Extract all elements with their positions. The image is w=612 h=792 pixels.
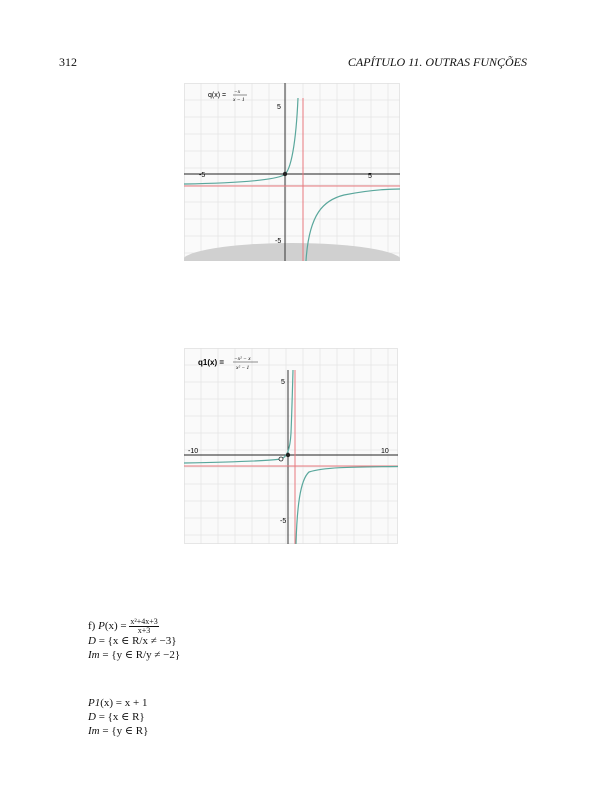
open-point — [278, 456, 284, 462]
tick-y-pos: 5 — [277, 104, 281, 111]
tick-x-neg: -5 — [199, 172, 205, 179]
running-head: CAPÍTULO 11. OUTRAS FUNÇÕES — [347, 55, 527, 69]
graph-q1-plot: -10 10 5 -5 q1(x) = −x² − x x² − 1 — [184, 348, 398, 544]
function-name: P1 — [88, 697, 101, 709]
function-label-lhs: q(x) = — [208, 92, 226, 99]
item-p1-image: Im = {y ∈ R} — [88, 725, 148, 737]
tick-y-neg: -5 — [280, 518, 286, 525]
domain-symbol: D — [88, 711, 96, 723]
image-set: = {y ∈ R/y ≠ −2} — [99, 649, 181, 661]
rational-fraction: x²+4x+3 x+3 — [129, 617, 159, 635]
item-p1-function: P1(x) = x + 1 — [88, 697, 147, 709]
graph-q1: -10 10 5 -5 q1(x) = −x² − x x² − 1 — [184, 348, 398, 544]
origin-point — [282, 171, 288, 177]
item-p1-domain: D = {x ∈ R} — [88, 711, 145, 723]
tick-x-pos: 10 — [381, 448, 389, 455]
item-f-prefix: f) — [88, 620, 99, 633]
grid — [184, 83, 400, 261]
function-expression: (x) = x + 1 — [100, 697, 148, 709]
function-label-den: x − 1 — [232, 97, 245, 103]
tick-y-pos: 5 — [281, 379, 285, 386]
function-label-den: x² − 1 — [235, 365, 250, 371]
tick-x-neg: -10 — [188, 448, 198, 455]
fraction-denominator: x+3 — [137, 626, 151, 635]
page-number: 312 — [59, 55, 77, 69]
curve-right-branch — [295, 465, 398, 544]
curve-right-branch — [305, 188, 400, 261]
grid — [184, 348, 398, 544]
domain-symbol: D — [88, 635, 96, 647]
function-label-num: −x — [234, 89, 241, 95]
domain-set: = {x ∈ R/x ≠ −3} — [95, 635, 177, 647]
origin-point — [285, 452, 291, 458]
curve-left-branch — [184, 369, 294, 464]
function-argument: (x) = — [104, 620, 130, 633]
function-name: P — [98, 620, 105, 633]
image-set: = {y ∈ R} — [99, 725, 149, 737]
graph-q: -5 5 5 -5 q(x) = −x x − 1 — [184, 83, 400, 261]
item-f-image: Im = {y ∈ R/y ≠ −2} — [88, 649, 180, 661]
image-symbol: Im — [88, 725, 100, 737]
domain-set: = {x ∈ R} — [95, 711, 145, 723]
tick-x-pos: 5 — [368, 173, 372, 180]
grey-shadow — [184, 243, 400, 261]
item-f-function: f) P(x) = x²+4x+3 x+3 — [88, 618, 159, 635]
graph-q-plot: -5 5 5 -5 q(x) = −x x − 1 — [184, 83, 400, 261]
item-f-domain: D = {x ∈ R/x ≠ −3} — [88, 635, 177, 647]
fraction-numerator: x²+4x+3 — [129, 617, 159, 627]
function-label-lhs: q1(x) = — [198, 358, 224, 367]
tick-y-neg: -5 — [275, 238, 281, 245]
function-label-num: −x² − x — [234, 356, 251, 362]
image-symbol: Im — [88, 649, 100, 661]
